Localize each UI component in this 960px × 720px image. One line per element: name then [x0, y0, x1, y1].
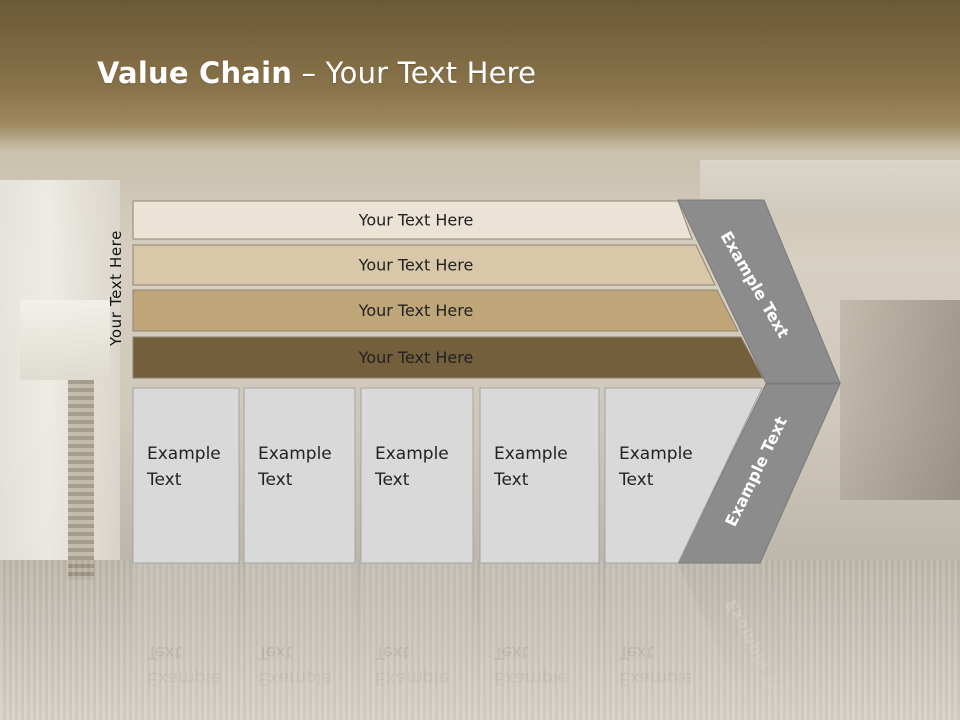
- background-lamp-stem: [68, 380, 94, 580]
- box-1-line1: Example: [147, 444, 221, 464]
- box-1-line2: Text: [146, 470, 182, 490]
- box-4-line2-reflection: Text: [493, 642, 529, 662]
- box-3-line2: Text: [374, 470, 410, 490]
- box-3: [360, 387, 474, 564]
- box-5-line1-reflection: Example: [619, 668, 693, 688]
- box-5: [604, 387, 763, 564]
- row-1: [132, 200, 693, 240]
- row-2-label: Your Text Here: [358, 256, 474, 275]
- row-3-label: Your Text Here: [358, 301, 474, 320]
- box-3-line2-reflection: Text: [374, 642, 410, 662]
- title-bold: Value Chain: [97, 56, 293, 90]
- background-floor: [0, 560, 960, 720]
- box-1-line2-reflection: Text: [146, 642, 182, 662]
- slide-title: Value Chain – Your Text Here: [97, 56, 536, 90]
- box-3-line1-reflection: Example: [375, 668, 449, 688]
- box-1: [132, 387, 240, 564]
- chevron-bottom-reflection: [678, 563, 831, 720]
- row-2: [132, 244, 716, 286]
- row-1-label: Your Text Here: [358, 211, 474, 230]
- box-4-reflection: [479, 562, 600, 720]
- box-4-line1-reflection: Example: [494, 668, 568, 688]
- box-2-line2-reflection: Text: [257, 642, 293, 662]
- box-5-line2-reflection: Text: [618, 642, 654, 662]
- box-2-line1: Example: [258, 444, 332, 464]
- box-2-reflection: [243, 562, 356, 720]
- box-5-line1: Example: [619, 444, 693, 464]
- box-2-line1-reflection: Example: [258, 668, 332, 688]
- chevron-bottom-segment: [677, 383, 841, 564]
- box-1-line1-reflection: Example: [147, 668, 221, 688]
- background-shadow: [840, 300, 960, 500]
- box-4-line2: Text: [493, 470, 529, 490]
- row-4-label: Your Text Here: [358, 348, 474, 367]
- box-4-line1: Example: [494, 444, 568, 464]
- title-rest: – Your Text Here: [292, 56, 537, 90]
- box-3-reflection: [360, 562, 474, 720]
- chevron-top-segment: [677, 199, 841, 384]
- box-5-line2: Text: [618, 470, 654, 490]
- row-3: [132, 289, 739, 332]
- box-3-line1: Example: [375, 444, 449, 464]
- row-4: [132, 336, 764, 379]
- background-lamp-shade: [20, 300, 110, 380]
- box-2: [243, 387, 356, 564]
- box-4: [479, 387, 600, 564]
- box-1-reflection: [132, 562, 240, 720]
- box-2-line2: Text: [257, 470, 293, 490]
